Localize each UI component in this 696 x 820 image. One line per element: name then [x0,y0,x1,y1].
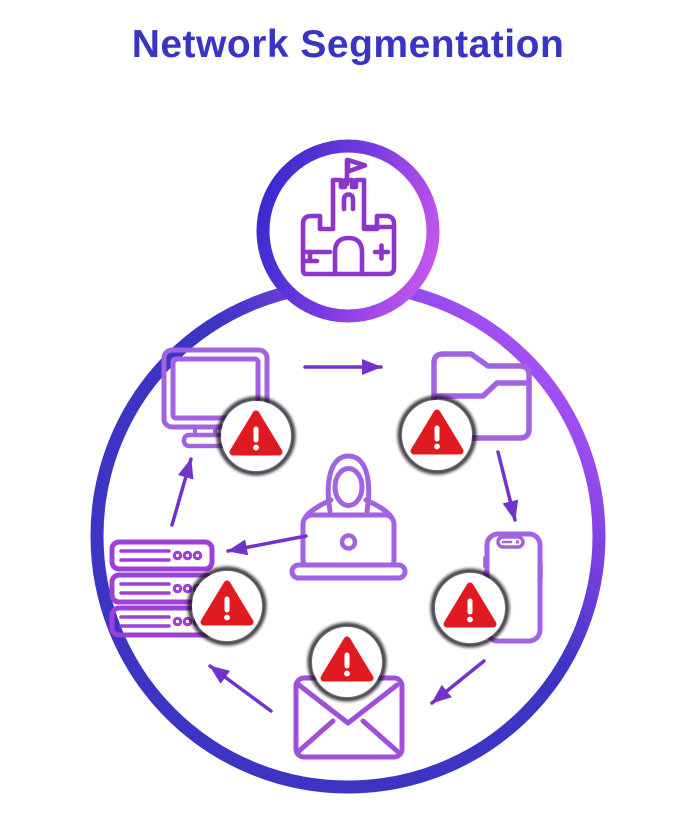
hub-circle [256,139,440,323]
hacker-laptop-icon [289,453,408,581]
arrow-folder-to-smartphone [496,450,519,522]
arrow-server-to-computer [170,457,194,527]
page-title: Network Segmentation [131,23,565,66]
arrow-smartphone-to-email [430,659,486,705]
alert-icon-computer [216,396,296,476]
alert-icon-folder [397,395,477,475]
attack-flow-arrows [170,359,519,713]
alert-icon-server [187,566,267,646]
alert-icon-email [307,622,387,702]
server-row [109,539,215,572]
alert-badges [187,395,510,702]
arrow-attacker-to-server [226,534,308,556]
arrow-email-to-server [208,664,273,713]
castle-icon [300,157,397,277]
alert-icon-smartphone [430,568,510,648]
